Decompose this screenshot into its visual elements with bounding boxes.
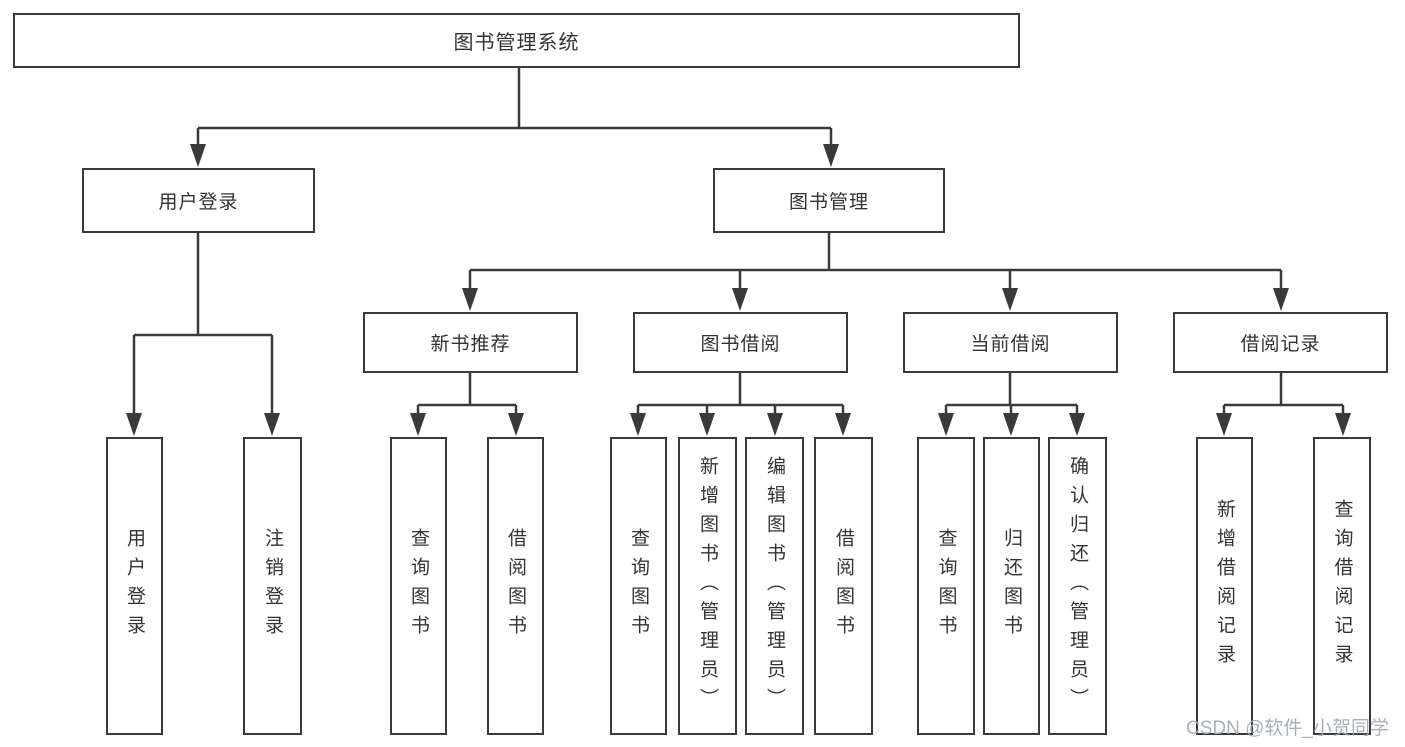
connector-new-book-children	[416, 373, 518, 418]
node-add-books-admin: 新增图书（管理员）	[678, 437, 737, 735]
node-label: 当前借阅	[970, 334, 1051, 355]
node-label: 借阅记录	[1240, 334, 1321, 355]
node-label: 注销登录	[262, 528, 283, 644]
node-query-books-2: 查询图书	[610, 437, 667, 735]
arrow-down-icon	[630, 413, 646, 436]
arrow-down-icon	[1335, 413, 1351, 436]
node-add-borrow-record: 新增借阅记录	[1196, 437, 1253, 735]
node-label: 图书管理系统	[453, 32, 580, 54]
node-borrow-books-1: 借阅图书	[487, 437, 544, 735]
node-confirm-return-admin: 确认归还（管理员）	[1048, 437, 1107, 735]
node-new-book-recommend: 新书推荐	[363, 312, 578, 373]
arrow-down-icon	[835, 413, 851, 436]
node-borrow-records: 借阅记录	[1173, 312, 1388, 373]
node-label: 查询图书	[408, 528, 429, 644]
connector-borrow-records-children	[1222, 373, 1345, 418]
node-book-borrow: 图书借阅	[633, 312, 848, 373]
arrow-down-icon	[732, 288, 748, 311]
node-label: 图书借阅	[700, 334, 781, 355]
node-borrow-books-2: 借阅图书	[814, 437, 873, 735]
node-label: 用户登录	[158, 192, 239, 213]
arrow-down-icon	[508, 413, 524, 436]
node-book-management: 图书管理	[713, 168, 945, 233]
arrow-down-icon	[1216, 413, 1232, 436]
arrow-down-icon	[823, 144, 839, 167]
arrow-down-icon	[410, 413, 426, 436]
node-label: 图书管理	[788, 192, 869, 213]
node-query-books-3: 查询图书	[917, 437, 975, 735]
arrow-down-icon	[767, 413, 783, 436]
node-query-borrow-record: 查询借阅记录	[1313, 437, 1371, 735]
connector-current-borrow-children	[944, 373, 1079, 418]
node-return-books: 归还图书	[983, 437, 1040, 735]
node-label: 归还图书	[1001, 528, 1022, 644]
node-label: 查询图书	[628, 528, 649, 644]
node-label: 用户登录	[124, 528, 145, 644]
connector-book-management-children	[468, 233, 1283, 293]
arrow-down-icon	[1002, 288, 1018, 311]
arrow-down-icon	[462, 288, 478, 311]
node-label: 确认归还（管理员）	[1067, 455, 1088, 717]
arrow-down-icon	[190, 144, 206, 167]
node-label: 新书推荐	[430, 334, 511, 355]
node-label: 新增图书（管理员）	[697, 455, 718, 717]
node-label: 查询借阅记录	[1331, 499, 1353, 673]
arrow-down-icon	[126, 413, 142, 436]
node-library-management-system: 图书管理系统	[13, 13, 1020, 68]
node-current-borrow: 当前借阅	[903, 312, 1118, 373]
node-user-login-leaf: 用户登录	[106, 437, 163, 735]
connector-user-login-children	[132, 233, 274, 418]
connector-book-borrow-children	[636, 373, 845, 418]
node-label: 新增借阅记录	[1214, 499, 1235, 673]
arrow-down-icon	[1069, 413, 1085, 436]
node-label: 编辑图书（管理员）	[764, 455, 785, 717]
arrow-down-icon	[1273, 288, 1289, 311]
node-query-books-1: 查询图书	[390, 437, 447, 735]
csdn-watermark: CSDN @软件_小贺同学	[1186, 718, 1389, 739]
arrow-down-icon	[1003, 413, 1019, 436]
node-label: 查询图书	[935, 528, 957, 644]
node-label: 借阅图书	[833, 528, 854, 644]
node-edit-books-admin: 编辑图书（管理员）	[745, 437, 804, 735]
arrow-down-icon	[699, 413, 715, 436]
node-label: 借阅图书	[505, 528, 526, 644]
arrow-down-icon	[264, 413, 280, 436]
arrow-down-icon	[938, 413, 954, 436]
node-user-login: 用户登录	[82, 168, 315, 233]
connector-root-to-level2	[196, 68, 833, 150]
node-logout: 注销登录	[243, 437, 302, 735]
